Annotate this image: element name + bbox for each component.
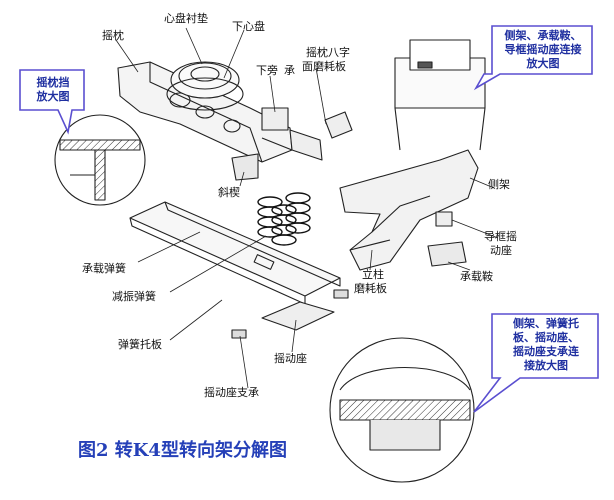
center-plate-part — [166, 61, 244, 111]
bearing-adapter-part — [427, 241, 467, 267]
label-guide-rocker-1: 导框摇 — [484, 230, 517, 243]
adapter-detail-view — [394, 39, 486, 151]
label-bolster-wear-plate-1: 摇枕八字 — [306, 46, 350, 59]
callout-bolster-stop: 摇枕挡 放大图 — [36, 76, 70, 103]
figure-title: 图2 转K4型转向架分解图 — [78, 440, 287, 461]
label-guide-rocker-2: 动座 — [490, 244, 512, 257]
side-frame-part — [339, 149, 479, 271]
callout-bubbles — [19, 25, 599, 413]
label-side-bearing-2: 承 — [284, 64, 295, 77]
label-column-2: 磨耗板 — [354, 282, 387, 295]
side-bearing-part — [261, 107, 289, 131]
bolster-stop-detail-view — [54, 114, 146, 206]
bolster-wear-plate-part — [289, 129, 323, 161]
callout-side-frame-spring-plank: 侧架、弹簧托 板、摇动座、 摇动座支承连 接放大图 — [513, 317, 579, 372]
label-bolster-wear-plate-2: 面磨耗板 — [302, 60, 346, 73]
label-load-spring: 承载弹簧 — [82, 262, 126, 275]
label-wedge: 斜楔 — [218, 186, 240, 199]
spring-nest-part — [257, 192, 311, 246]
rocker-seat-part — [261, 301, 335, 331]
rocker-support-part — [231, 329, 247, 339]
label-column-1: 立柱 — [362, 268, 384, 281]
label-side-frame: 侧架 — [488, 178, 510, 191]
label-lower-center-plate: 下心盘 — [232, 20, 265, 33]
label-bolster: 摇枕 — [102, 29, 124, 42]
label-bearing-adapter: 承载鞍 — [460, 270, 493, 283]
label-side-bearing-1: 下旁 — [256, 64, 278, 77]
label-center-plate-liner: 心盘衬垫 — [164, 12, 208, 25]
label-spring-plank: 弹簧托板 — [118, 338, 162, 351]
label-rocker-seat: 摇动座 — [274, 352, 307, 365]
callout-side-frame-adapter: 侧架、承载鞍、 导框摇动座连接 放大图 — [504, 29, 582, 70]
spring-plank-part — [129, 201, 341, 305]
spring-plank-detail-view — [329, 337, 475, 483]
label-damping-spring: 减振弹簧 — [112, 290, 156, 303]
leader-lines — [115, 27, 499, 389]
label-rocker-seat-support: 摇动座支承 — [204, 386, 259, 399]
wedge-part — [231, 153, 259, 181]
